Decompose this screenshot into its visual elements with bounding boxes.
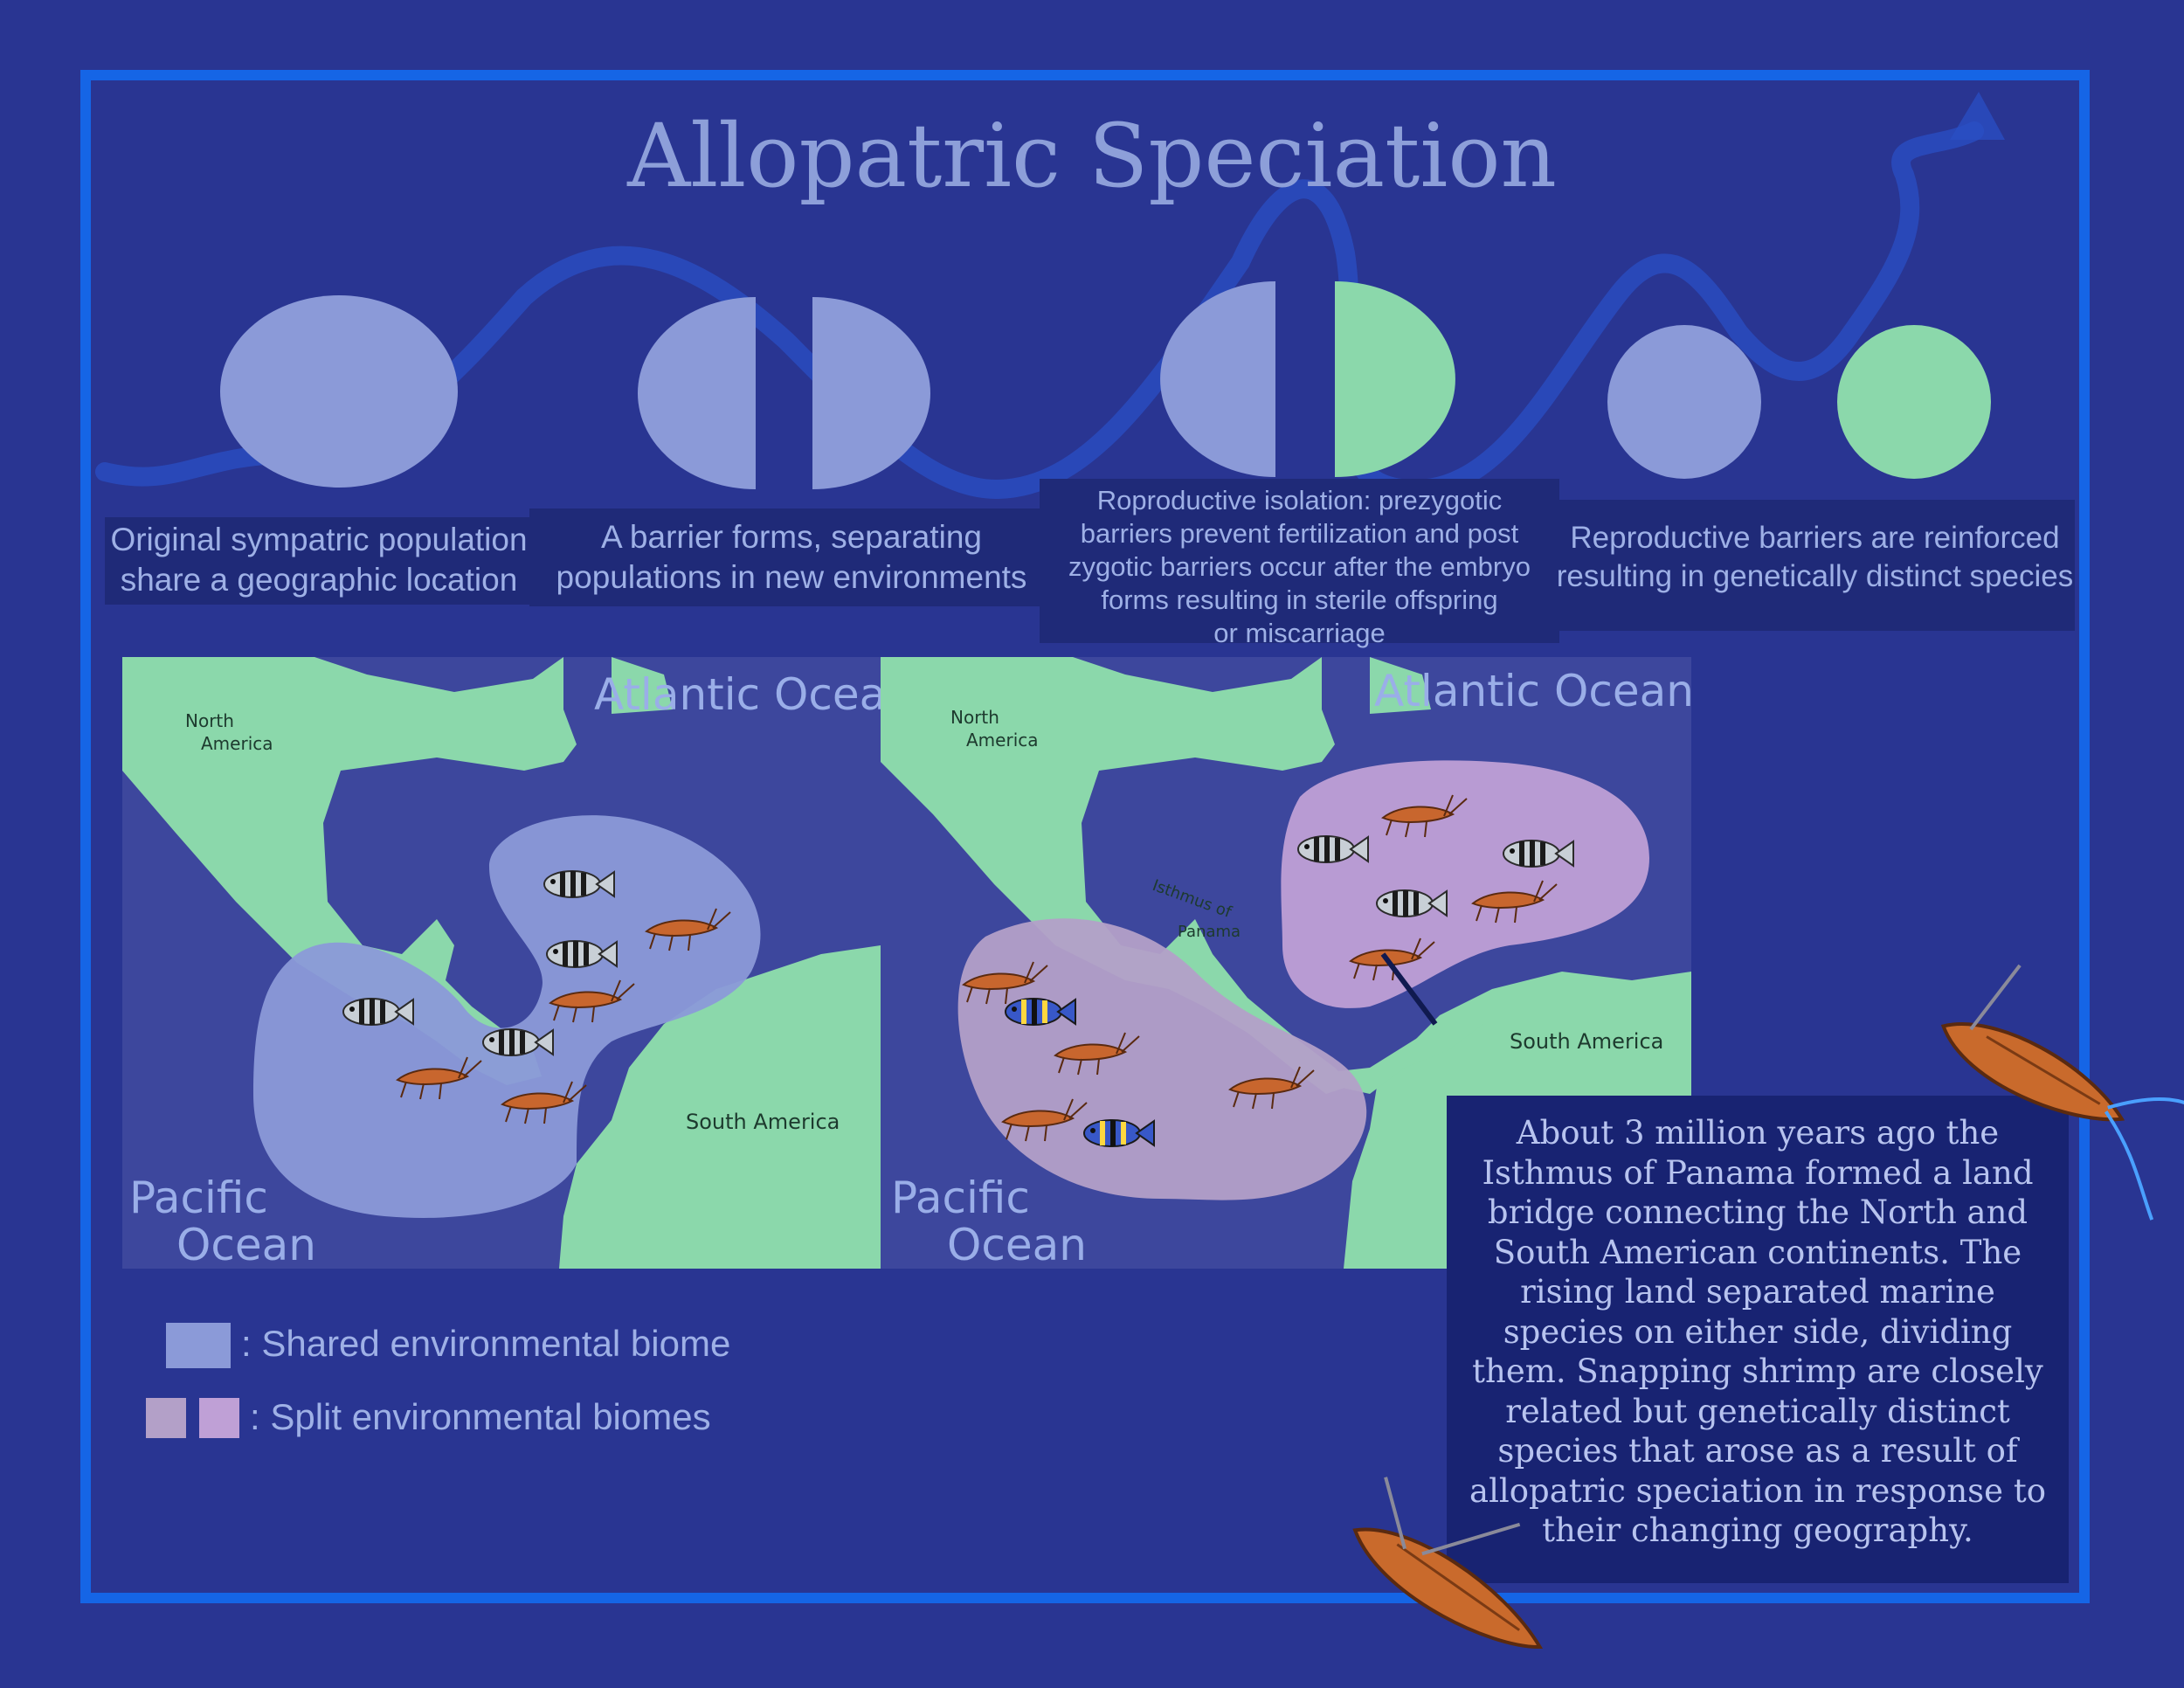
page-frame: [80, 70, 2090, 1603]
right-atlantic-label: Atlantic Ocean: [1374, 666, 1694, 716]
legend-split-swatch-atlantic: [199, 1398, 239, 1438]
right-pacific-label: Pacific: [891, 1173, 1030, 1223]
legend-split-label: : Split environmental biomes: [250, 1396, 711, 1437]
population-stages: [220, 281, 1991, 489]
right-south-america-label: South America: [1510, 1029, 1663, 1054]
stage4-species-a: [1607, 325, 1761, 479]
stage2-left-population: [638, 297, 756, 489]
right-north-america-label: North: [950, 707, 999, 728]
left-south-america-label: South America: [686, 1110, 840, 1134]
legend-split-swatch-pacific: [146, 1398, 186, 1438]
right-north-america-label-2: America: [966, 730, 1039, 751]
stage2-right-population: [812, 297, 930, 489]
legend-shared-label: : Shared environmental biome: [241, 1323, 731, 1364]
isthmus-label-2: Panama: [1178, 923, 1241, 941]
left-pacific-label: Pacific: [129, 1173, 268, 1223]
left-pacific-label-2: Ocean: [176, 1220, 316, 1269]
right-pacific-label-2: Ocean: [947, 1220, 1087, 1269]
left-north-america-label-2: America: [201, 733, 273, 754]
stage3-left-population: [1160, 281, 1275, 477]
maps-panel: North America South America Atlantic Oce…: [122, 657, 1694, 1269]
stage3-right-population: [1335, 281, 1455, 477]
stage1-population: [220, 295, 458, 488]
page-title: Allopatric Speciation: [627, 105, 1557, 207]
left-north-america-label: North: [185, 710, 234, 731]
left-atlantic-label: Atlantic Ocean: [594, 669, 914, 720]
legend-shared-swatch: [166, 1323, 231, 1368]
stage4-species-b: [1837, 325, 1991, 479]
